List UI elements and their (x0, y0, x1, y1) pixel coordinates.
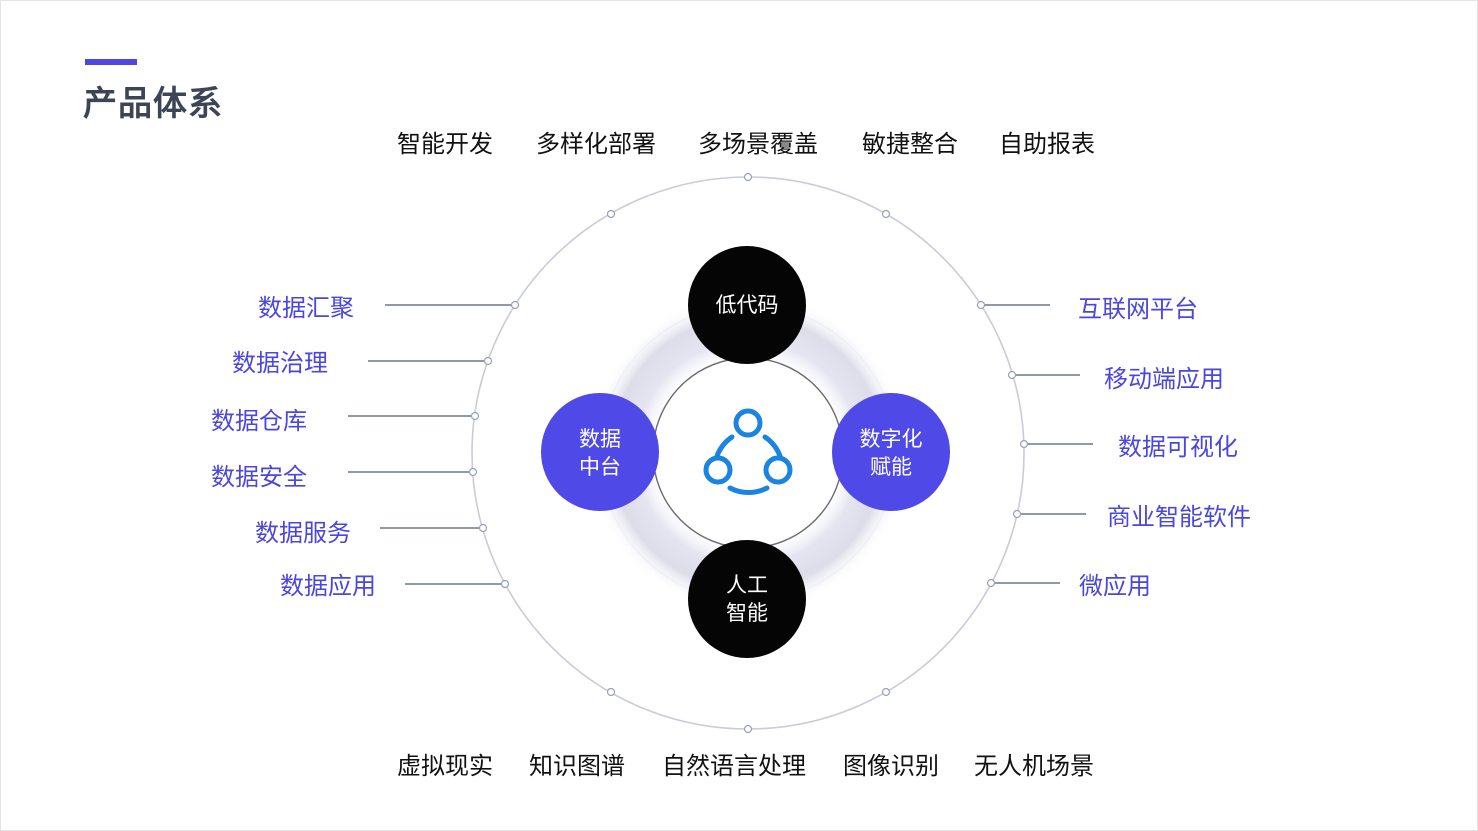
left-label: 数据治理 (232, 349, 328, 377)
ring-dot (510, 300, 520, 310)
ring-dot (976, 300, 986, 310)
node-label: 赋能 (870, 455, 912, 479)
node-label: 人工 (726, 573, 768, 597)
node-label: 智能 (726, 601, 768, 625)
ring-dot (881, 209, 891, 219)
right-connectors (981, 304, 1093, 584)
ring-dot (1019, 439, 1029, 449)
ring-dot (1012, 509, 1022, 519)
bottom-label: 自然语言处理 (662, 752, 806, 780)
node-data-middle-platform: 数据 中台 (541, 393, 659, 511)
ring-dot (468, 467, 478, 477)
ring-dot (743, 724, 753, 734)
node-digital-empowerment: 数字化 赋能 (832, 393, 950, 511)
node-low-code: 低代码 (688, 246, 806, 364)
bottom-label: 图像识别 (843, 752, 939, 780)
bottom-label: 虚拟现实 (397, 752, 493, 780)
ring-dot (881, 687, 891, 697)
page-title: 产品体系 (83, 84, 223, 124)
left-label: 数据应用 (280, 572, 376, 600)
inner-ring (652, 357, 844, 549)
node-circle (688, 246, 806, 364)
right-label: 商业智能软件 (1107, 503, 1251, 531)
ring-dot (500, 579, 510, 589)
ring-dot (606, 209, 616, 219)
bottom-label: 知识图谱 (529, 752, 625, 780)
top-label: 敏捷整合 (862, 130, 958, 158)
node-circle (688, 540, 806, 658)
ring-dot (986, 578, 996, 588)
right-label: 互联网平台 (1078, 295, 1198, 323)
node-artificial-intelligence: 人工 智能 (688, 540, 806, 658)
left-label: 数据汇聚 (258, 294, 354, 322)
node-label: 数据 (579, 427, 621, 451)
bottom-label: 无人机场景 (974, 752, 1094, 780)
left-label: 数据服务 (255, 519, 351, 547)
node-label: 中台 (579, 455, 621, 479)
ring-dots (468, 172, 1029, 734)
node-label: 数字化 (860, 427, 923, 451)
top-label: 智能开发 (397, 130, 493, 158)
ring-dot (743, 172, 753, 182)
left-connectors (348, 304, 515, 585)
node-label: 低代码 (716, 293, 779, 317)
left-label: 数据安全 (211, 463, 307, 491)
top-label: 多样化部署 (536, 130, 656, 158)
ring-dot (470, 411, 480, 421)
right-label: 数据可视化 (1118, 433, 1238, 461)
top-label: 自助报表 (999, 130, 1095, 158)
ring-dot (478, 523, 488, 533)
left-label: 数据仓库 (211, 407, 307, 435)
right-label: 移动端应用 (1104, 365, 1224, 393)
right-label: 微应用 (1079, 572, 1151, 600)
title-accent-bar (85, 59, 137, 65)
ring-dot (483, 356, 493, 366)
ring-dot (1007, 370, 1017, 380)
share-nodes-icon (703, 408, 793, 496)
ring-dot (606, 687, 616, 697)
top-label: 多场景覆盖 (698, 130, 818, 158)
node-circle (832, 393, 950, 511)
node-circle (541, 393, 659, 511)
